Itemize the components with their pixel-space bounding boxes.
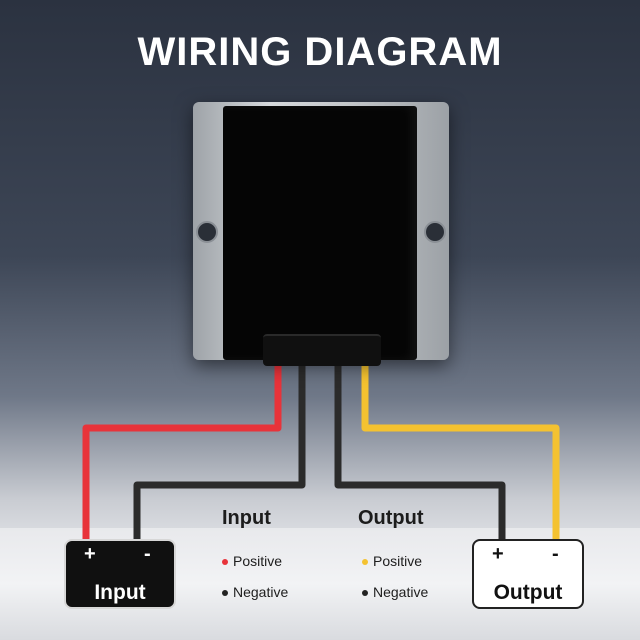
input-terminal: + - Input <box>64 539 176 609</box>
legend-label: Negative <box>373 584 429 600</box>
input-positive-wire <box>82 360 282 545</box>
red-dot-icon <box>222 559 228 566</box>
cable-grommet <box>263 334 381 366</box>
minus-sign: - <box>552 543 559 565</box>
black-dot-icon <box>362 590 368 597</box>
output-positive-legend: Positive <box>362 553 422 569</box>
input-terminal-label: Input <box>94 581 146 604</box>
module-body <box>223 106 417 360</box>
input-positive-legend: Positive <box>222 553 282 569</box>
mounting-hole-icon <box>196 221 218 243</box>
input-negative-legend: Negative <box>222 584 288 600</box>
legend-label: Positive <box>233 553 283 569</box>
output-terminal-label: Output <box>493 581 563 604</box>
output-heading: Output <box>358 507 424 529</box>
minus-sign: - <box>144 543 151 565</box>
output-positive-wire <box>361 360 560 545</box>
legend-label: Negative <box>233 584 289 600</box>
plus-sign: + <box>84 543 96 565</box>
yellow-dot-icon <box>362 559 368 566</box>
mounting-hole-icon <box>424 221 446 243</box>
legend-label: Positive <box>373 553 423 569</box>
dc-converter-module <box>193 102 449 366</box>
input-negative-wire <box>133 360 306 545</box>
black-dot-icon <box>222 590 228 597</box>
output-negative-legend: Negative <box>362 584 428 600</box>
output-negative-wire <box>334 360 506 545</box>
plus-sign: + <box>492 543 504 565</box>
output-terminal: + - Output <box>472 539 584 609</box>
input-heading: Input <box>222 507 271 529</box>
page-title: WIRING DIAGRAM <box>137 30 503 74</box>
